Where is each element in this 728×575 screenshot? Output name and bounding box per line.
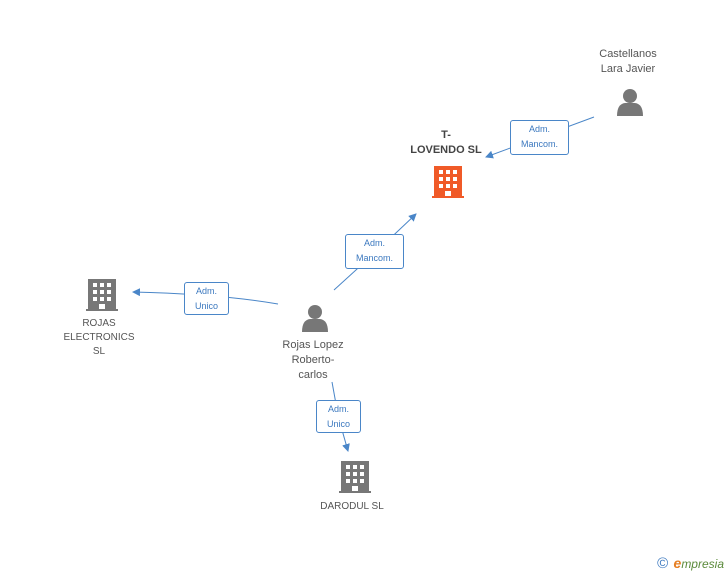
edge-label-line: Mancom. — [355, 253, 393, 263]
edge-label-rojas-darodul: Adm. Unico — [316, 400, 361, 433]
node-label-line: Rojas Lopez — [282, 339, 344, 351]
edge-label-rojas-tlovendo: Adm. Mancom. — [345, 234, 404, 269]
node-label-rojas-lopez[interactable]: Rojas Lopez Roberto- carlos — [263, 338, 363, 383]
edge-label-line: Adm. — [363, 238, 385, 248]
building-icon[interactable] — [339, 461, 371, 493]
person-icon[interactable] — [302, 305, 328, 332]
empresia-logo[interactable]: © empresia — [657, 555, 724, 572]
edge-label-rojas-electronics: Adm. Unico — [184, 282, 229, 315]
node-label-line: ELECTRONICS — [63, 332, 135, 343]
edge-label-line: Mancom. — [520, 139, 558, 149]
node-label-line: carlos — [298, 369, 328, 381]
edge-label-line: Adm. — [528, 124, 550, 134]
node-label-rojas-electronics[interactable]: ROJAS ELECTRONICS SL — [49, 317, 149, 359]
brand-name: mpresia — [681, 557, 724, 571]
node-label-line: Roberto- — [291, 354, 335, 366]
node-label-line: T- — [441, 129, 451, 141]
node-label-line: DARODUL SL — [320, 501, 384, 512]
edge-label-line: Adm. — [327, 404, 349, 414]
node-label-darodul[interactable]: DARODUL SL — [302, 499, 402, 514]
edge-label-line: Adm. — [195, 286, 217, 296]
node-label-line: ROJAS — [82, 318, 116, 329]
node-label-line: Lara Javier — [600, 63, 656, 75]
edge-label-line: Unico — [326, 419, 350, 429]
node-label-castellanos[interactable]: Castellanos Lara Javier — [578, 47, 678, 77]
edge-label-castellanos-tlovendo: Adm. Mancom. — [510, 120, 569, 155]
node-label-line: SL — [92, 346, 106, 357]
brand-e: e — [673, 555, 682, 571]
edge-label-line: Unico — [194, 301, 218, 311]
node-label-line: LOVENDO SL — [410, 144, 482, 156]
building-icon[interactable] — [432, 166, 464, 198]
node-label-line: Castellanos — [599, 48, 657, 60]
building-icon[interactable] — [86, 279, 118, 311]
node-label-tlovendo[interactable]: T- LOVENDO SL — [396, 128, 496, 158]
copyright-icon: © — [657, 555, 669, 572]
person-icon[interactable] — [617, 89, 643, 116]
